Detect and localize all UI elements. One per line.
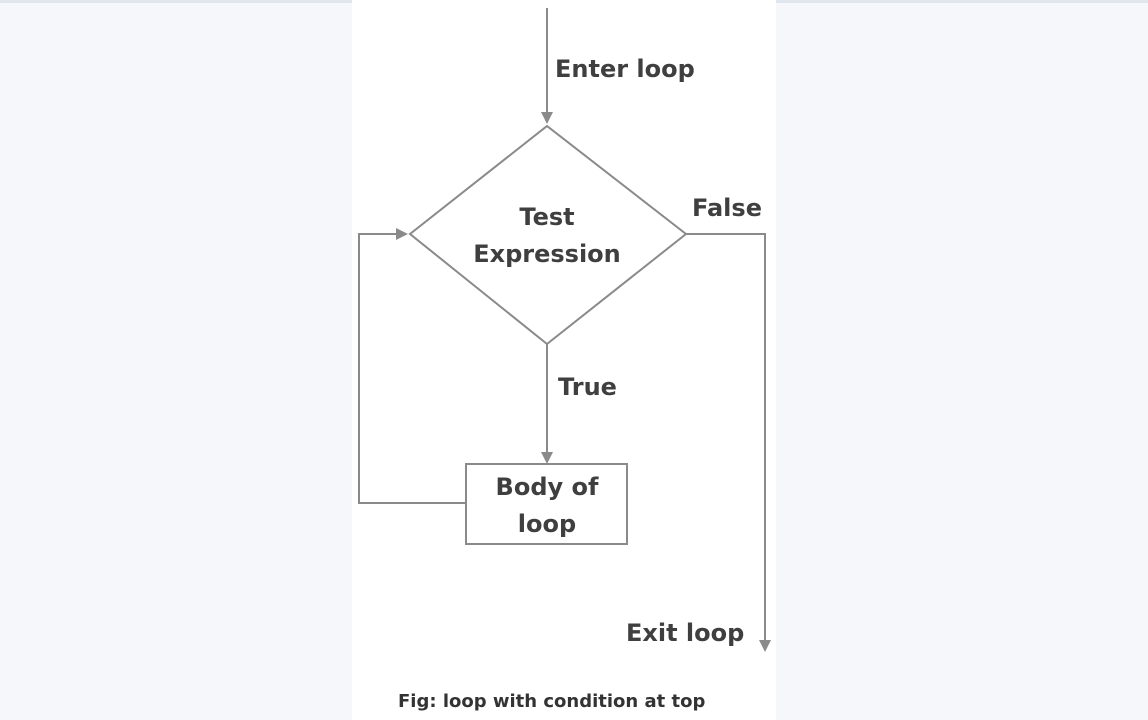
body-of-label: Body of: [496, 473, 599, 501]
body-of-loop-box: [465, 463, 628, 545]
expression-label: Expression: [473, 240, 621, 268]
test-expression-diamond: [408, 124, 688, 346]
false-label: False: [692, 194, 762, 222]
enter-loop-label: Enter loop: [555, 55, 695, 83]
exit-loop-label: Exit loop: [626, 619, 744, 647]
figure-caption: Fig: loop with condition at top: [398, 691, 705, 712]
test-label: Test: [519, 203, 574, 231]
false-exit-arrow: [686, 233, 771, 652]
loop-back-arrow: [358, 228, 466, 504]
loop-label: loop: [518, 510, 576, 538]
figure-card: [352, 0, 776, 720]
true-label: True: [558, 373, 617, 401]
